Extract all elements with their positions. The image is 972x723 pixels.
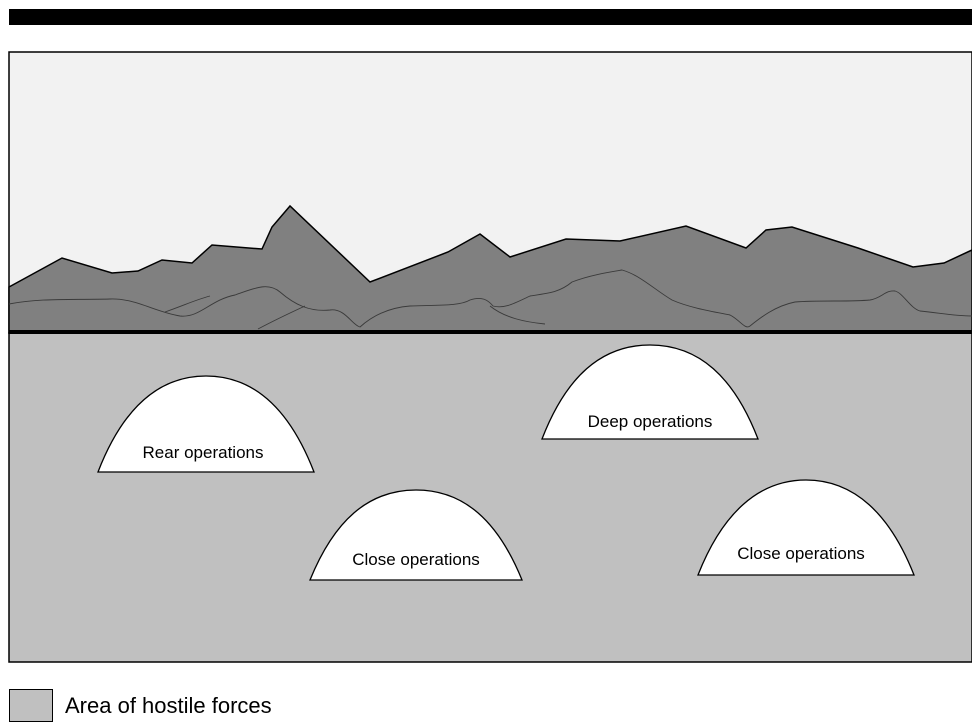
legend: Area of hostile forces: [9, 689, 272, 722]
ridge-line: [489, 305, 546, 325]
dome-shape: [309, 489, 523, 581]
zone-label: Close operations: [737, 544, 865, 563]
zone-close-operations-right: Close operations: [697, 479, 915, 576]
header-bar: [9, 9, 972, 25]
zone-rear-operations: Rear operations: [97, 375, 315, 473]
zone-label: Deep operations: [588, 412, 713, 431]
ridge-line: [8, 269, 972, 328]
dome-shape: [541, 344, 759, 440]
zone-close-operations-left: Close operations: [309, 489, 523, 581]
dome-shape: [97, 375, 315, 473]
zone-deep-operations: Deep operations: [541, 344, 759, 440]
zone-label: Close operations: [352, 550, 480, 569]
ridge-line: [164, 295, 211, 313]
mountain-range: [8, 204, 972, 334]
ridge-line: [257, 305, 306, 330]
zone-label: Rear operations: [143, 443, 264, 462]
dome-shape: [697, 479, 915, 576]
legend-label: Area of hostile forces: [65, 692, 272, 718]
legend-swatch: [9, 689, 53, 722]
